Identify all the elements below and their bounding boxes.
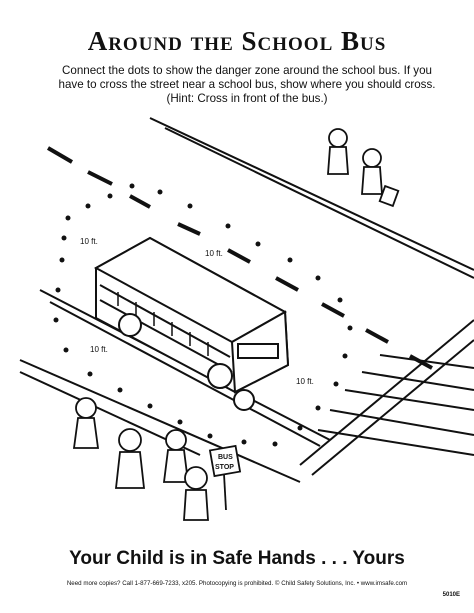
bus-stop-line1: BUS — [218, 454, 233, 461]
crosswalk — [299, 319, 474, 476]
children-figures — [72, 397, 209, 521]
bus-stop-line2: STOP — [215, 464, 234, 471]
center-dashes — [46, 146, 433, 370]
distance-label-right-bottom: 10 ft. — [296, 377, 314, 386]
distance-label-left-bottom: 10 ft. — [90, 345, 108, 354]
instructions-text: Connect the dots to show the danger zone… — [58, 64, 436, 105]
product-code: 5010E — [442, 592, 460, 598]
bus-stop-sign — [208, 444, 242, 511]
danger-zone-dots — [53, 183, 353, 447]
distance-label-right-top: 10 ft. — [205, 249, 223, 258]
coloring-illustration: 10 ft. 10 ft. 10 ft. 10 ft. BUS STOP — [19, 117, 474, 521]
distance-label-left-top: 10 ft. — [80, 237, 98, 246]
school-bus — [93, 236, 290, 411]
page-title: Around the School Bus — [87, 26, 387, 56]
far-children-figures — [327, 128, 400, 208]
tagline: Your Child is in Safe Hands . . . Yours — [69, 548, 405, 569]
footer-text: Need more copies? Call 1-877-669-7233, x… — [66, 580, 408, 587]
bus-windows — [117, 292, 209, 356]
